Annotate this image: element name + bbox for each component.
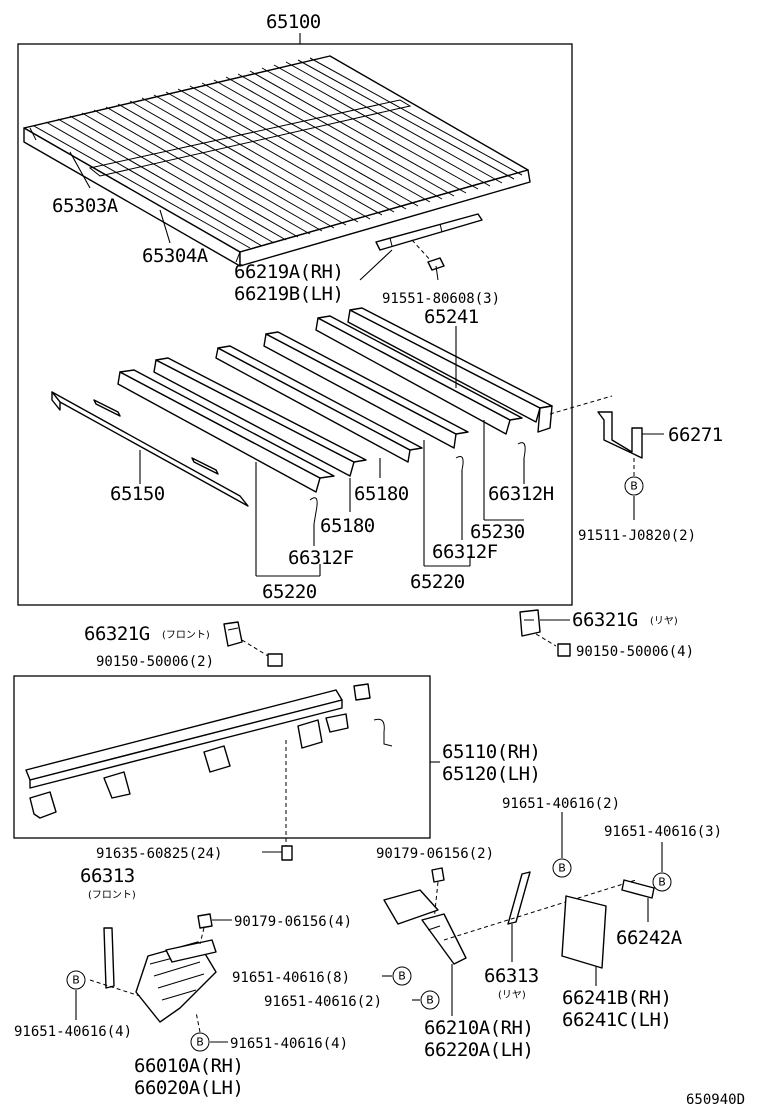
label-66242A: 66242A: [616, 927, 683, 949]
bracket-1: [29, 791, 57, 819]
svg-text:B: B: [72, 974, 80, 987]
mudguard-66010A: [135, 939, 217, 1023]
label-90179-a: 90179-06156(2): [376, 846, 494, 862]
label-90179-b: 90179-06156(4): [234, 914, 352, 930]
clip-66312H: [517, 442, 526, 459]
svg-text:B: B: [398, 970, 406, 983]
label-91651-3: 91651-40616(3): [604, 824, 722, 840]
clip-66312F-a: [309, 497, 318, 525]
label-91651-8: 91651-40616(8): [232, 970, 350, 986]
label-66313-rear: 66313: [484, 965, 539, 987]
label-66312F-b: 66312F: [432, 541, 498, 563]
label-65180-b: 65180: [354, 483, 409, 505]
label-66010A: 66010A(RH): [134, 1055, 243, 1077]
label-91651-4a: 91651-40616(4): [14, 1024, 132, 1040]
nut-90179-b: [197, 913, 213, 929]
label-65110: 65110(RH): [442, 741, 540, 763]
label-91635: 91635-60825(24): [96, 846, 222, 862]
label-65120: 65120(LH): [442, 763, 540, 785]
callout-B-1: [624, 476, 644, 496]
label-65241: 65241: [424, 306, 479, 328]
label-66321G-front: 66321G: [84, 623, 150, 645]
bracket-4: [297, 719, 323, 749]
label-66312H: 66312H: [488, 483, 554, 505]
bolt-91635: [281, 845, 293, 861]
label-66313-rear-sub: (リヤ): [498, 990, 526, 1001]
bracket-66271: [597, 411, 643, 459]
label-66219A: 66219A(RH): [234, 261, 343, 283]
label-66321G-front-sub: (フロント): [162, 630, 210, 641]
bracket-3: [203, 745, 231, 773]
label-66321G-rear-sub: (リヤ): [650, 616, 678, 627]
bracket-66321G-front: [223, 621, 243, 647]
label-90150-b: 90150-50006(4): [576, 644, 694, 660]
label-91551: 91551-80608(3): [382, 291, 500, 307]
label-66220A: 66220A(LH): [424, 1039, 533, 1061]
svg-text:B: B: [558, 862, 566, 875]
svg-text:B: B: [196, 1036, 204, 1049]
label-65220-a: 65220: [262, 581, 317, 603]
label-66313-front: 66313: [80, 865, 135, 887]
label-65303A: 65303A: [52, 195, 119, 217]
svg-text:B: B: [426, 994, 434, 1007]
label-66219B: 66219B(LH): [234, 283, 343, 305]
label-66321G-rear: 66321G: [572, 609, 638, 631]
label-66271: 66271: [668, 424, 723, 446]
label-65220-b: 65220: [410, 571, 465, 593]
bracket-66321G-rear: [519, 609, 541, 637]
assembly-box-65100: [17, 43, 573, 606]
label-91511: 91511-J0820(2): [578, 528, 696, 544]
label-66312F-a: 66312F: [288, 547, 354, 569]
mudflap-66241B: [561, 895, 607, 969]
label-65100: 65100: [266, 11, 321, 33]
mudguard-bracket-66210A: [383, 889, 467, 965]
figure-code: 650940D: [686, 1092, 745, 1108]
label-66313-front-sub: (フロント): [88, 890, 136, 901]
deck-panel-illustration: [23, 55, 531, 267]
label-65180-a: 65180: [320, 515, 375, 537]
stay-66313-front: [103, 927, 115, 989]
clip-66312F-b: [455, 456, 464, 471]
bolt-90150-b: [557, 643, 571, 657]
label-65304A: 65304A: [142, 245, 209, 267]
svg-text:B: B: [658, 876, 666, 889]
stay-66313-rear: [507, 871, 531, 925]
label-91651-2: 91651-40616(2): [502, 796, 620, 812]
label-65230: 65230: [470, 521, 525, 543]
bolt-91551: [427, 257, 445, 281]
bracket-2: [103, 771, 131, 799]
plate-66242A: [621, 879, 655, 899]
nut-90179-a: [431, 867, 445, 883]
bolt-90150-a: [267, 653, 283, 667]
bracket-66219-illustration: [375, 213, 483, 251]
assembly-box-65110: [13, 675, 431, 839]
label-90150-a: 90150-50006(2): [96, 654, 214, 670]
label-91651-4b: 91651-40616(4): [230, 1036, 348, 1052]
label-91651-2b: 91651-40616(2): [264, 994, 382, 1010]
label-65150: 65150: [110, 483, 165, 505]
label-66020A: 66020A(LH): [134, 1077, 243, 1099]
label-66210A: 66210A(RH): [424, 1017, 533, 1039]
label-66241B: 66241B(RH): [562, 987, 671, 1009]
label-66241C: 66241C(LH): [562, 1009, 671, 1031]
crossmember-rails-illustration: [51, 307, 553, 507]
svg-text:B: B: [630, 480, 638, 493]
side-rail-illustration: [25, 683, 393, 819]
